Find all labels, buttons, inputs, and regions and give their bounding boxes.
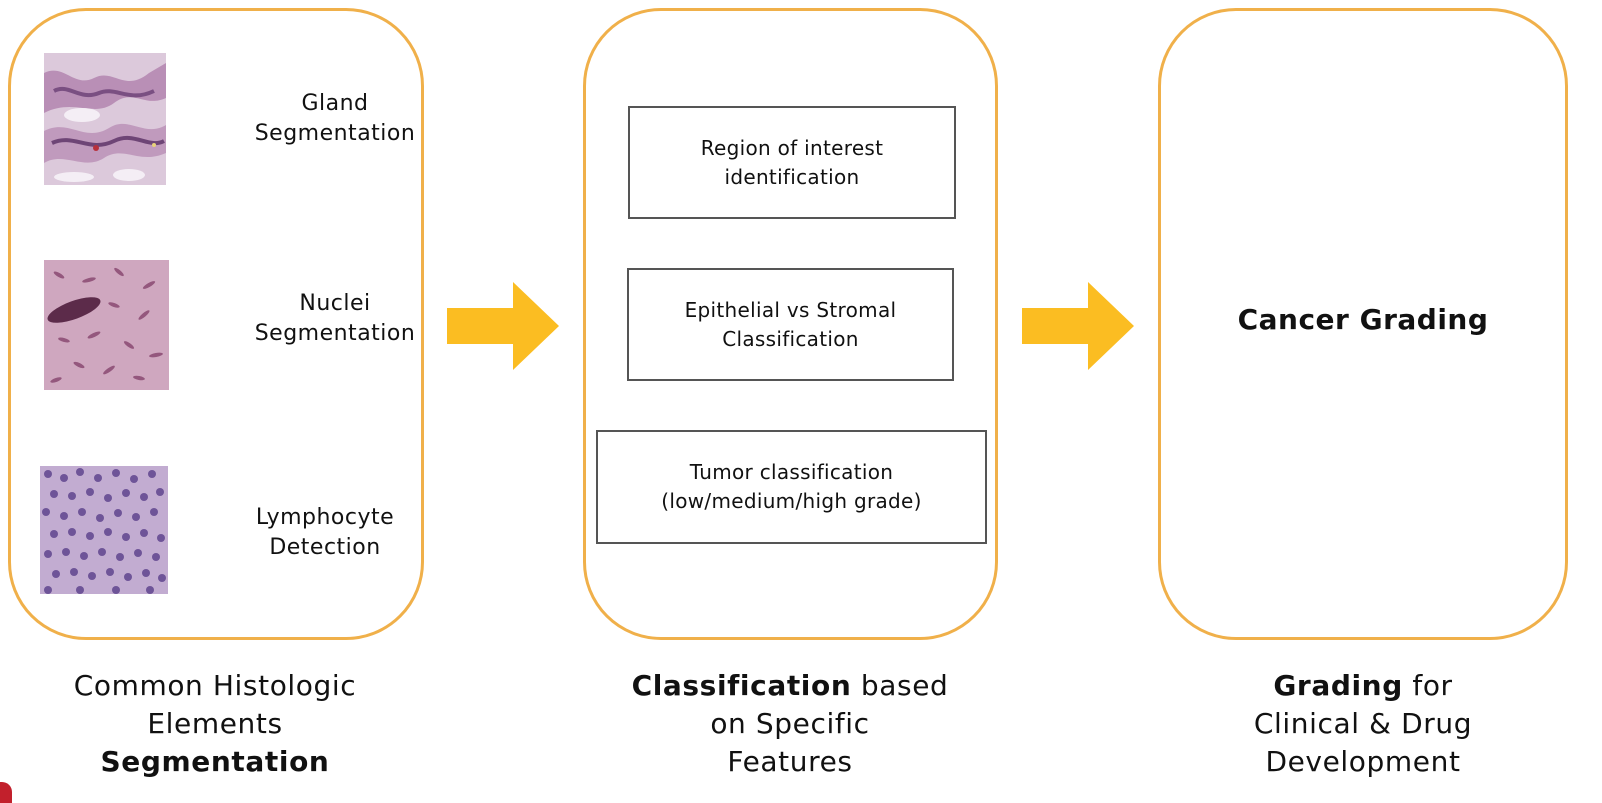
lymphocyte-histology-image — [40, 466, 168, 594]
gland-segmentation-label: Gland Segmentation — [254, 91, 416, 146]
classification-caption: Classification based on Specific Feature… — [631, 669, 949, 778]
logo-fragment — [0, 782, 12, 803]
gland-histology-image — [44, 53, 166, 185]
epithelial-stromal-box: Epithelial vs Stromal Classification — [627, 268, 954, 381]
tumor-classification-box: Tumor classification (low/medium/high gr… — [596, 430, 987, 544]
nuclei-segmentation-label: Nuclei Segmentation — [254, 291, 416, 346]
nuclei-histology-image — [44, 260, 169, 390]
lymphocyte-detection-label: Lymphocyte Detection — [255, 505, 395, 560]
right-arrow-icon — [1022, 282, 1134, 370]
right-arrow-icon — [447, 282, 559, 370]
segmentation-caption: Common Histologic Elements Segmentation — [73, 669, 357, 778]
cancer-grading-label: Cancer Grading — [1237, 303, 1489, 336]
roi-identification-box: Region of interest identification — [628, 106, 956, 219]
grading-panel — [1158, 8, 1568, 640]
grading-caption: Grading for Clinical & Drug Development — [1253, 669, 1473, 778]
